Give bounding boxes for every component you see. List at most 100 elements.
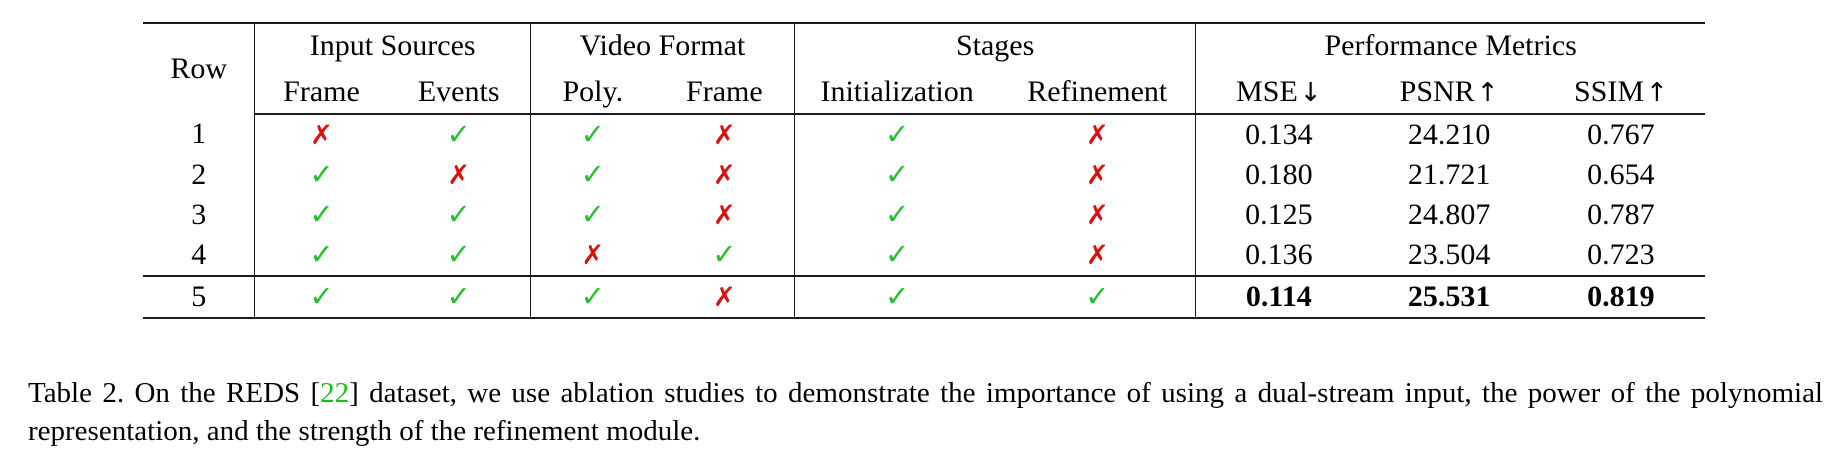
table-row: 1 ✗ ✓ ✓ ✗ ✓ ✗ 0.134 24.210 0.767 (143, 114, 1705, 155)
check-icon: ✓ (712, 236, 737, 271)
table-header: Row Input Sources Video Format Stages Pe… (143, 22, 1705, 115)
check-icon: ✓ (580, 116, 605, 151)
cell-mse: 0.125 (1195, 195, 1362, 235)
cell-input-events: ✓ (388, 114, 531, 155)
column-header-format-poly: Poly. (529, 71, 655, 115)
cell-psnr: 21.721 (1407, 157, 1491, 191)
column-header-row: Row (143, 22, 255, 114)
caption-text-before-citation: On the REDS [ (124, 377, 321, 409)
cross-icon: ✗ (713, 281, 736, 313)
cross-icon: ✗ (713, 199, 736, 231)
cell-format-poly: ✓ (529, 155, 655, 195)
table-row: 4 ✓ ✓ ✗ ✓ ✓ ✗ 0.136 23.504 0.723 (143, 235, 1705, 276)
arrow-down-icon: ↓ (1299, 77, 1322, 108)
check-icon: ✓ (580, 156, 605, 191)
cell-mse: 0.114 (1195, 275, 1362, 319)
arrow-up-icon: ↑ (1646, 77, 1668, 108)
cell-format-poly: ✓ (529, 114, 655, 155)
column-header-ssim-label: SSIM (1573, 74, 1644, 108)
cross-icon: ✗ (447, 159, 470, 191)
column-header-psnr-label: PSNR (1399, 74, 1475, 108)
cell-format-frame: ✗ (654, 275, 795, 319)
cell-ssim: 0.767 (1587, 117, 1655, 151)
check-icon: ✓ (309, 278, 334, 313)
cell-input-frame: ✓ (254, 235, 388, 276)
cell-input-frame: ✓ (254, 155, 388, 195)
column-header-stage-refinement: Refinement (999, 71, 1196, 115)
cross-icon: ✗ (713, 119, 736, 151)
cell-format-poly: ✓ (529, 275, 655, 319)
cell-input-frame: ✓ (254, 195, 388, 235)
cell-input-events: ✓ (388, 235, 531, 276)
citation-link[interactable]: 22 (320, 377, 350, 409)
cell-input-frame: ✓ (254, 275, 388, 319)
cell-row-number: 2 (191, 157, 207, 191)
cell-input-events: ✓ (387, 275, 531, 319)
column-group-input-sources: Input Sources (254, 22, 531, 71)
cell-psnr: 25.531 (1361, 275, 1537, 319)
cell-stage-initialization: ✓ (793, 155, 1000, 195)
cell-psnr: 23.504 (1407, 237, 1491, 271)
cell-format-frame: ✗ (655, 114, 795, 155)
cross-icon: ✗ (1085, 159, 1109, 191)
cross-icon: ✗ (1085, 119, 1109, 151)
column-group-video-format: Video Format (529, 22, 795, 71)
cell-mse: 0.136 (1195, 235, 1362, 276)
cell-stage-refinement: ✗ (999, 235, 1196, 276)
ablation-table: Row Input Sources Video Format Stages Pe… (143, 22, 1705, 319)
check-icon: ✓ (309, 236, 334, 271)
check-icon: ✓ (580, 278, 605, 313)
cross-icon: ✗ (713, 159, 736, 191)
check-icon: ✓ (884, 278, 910, 313)
column-header-stage-initialization: Initialization (793, 71, 1000, 115)
column-header-input-frame: Frame (254, 71, 388, 115)
cell-input-events: ✓ (388, 195, 531, 235)
cell-ssim: 0.787 (1587, 197, 1655, 231)
caption-text-after-citation: ] dataset, we use ablation studies to de… (28, 377, 1823, 448)
cross-icon: ✗ (1085, 199, 1109, 231)
cross-icon: ✗ (1085, 239, 1109, 271)
check-icon: ✓ (884, 116, 910, 151)
figure-caption: Table 2. On the REDS [22] dataset, we us… (28, 374, 1823, 451)
cell-row-number: 1 (191, 117, 207, 151)
cell-ssim: 0.654 (1587, 157, 1655, 191)
cell-mse: 0.134 (1195, 114, 1362, 155)
cell-row-number: 4 (191, 237, 207, 271)
cell-psnr: 24.210 (1407, 117, 1491, 151)
check-icon: ✓ (446, 116, 471, 151)
cell-input-frame: ✗ (254, 114, 388, 155)
cell-stage-refinement: ✗ (999, 195, 1196, 235)
cross-icon: ✗ (581, 239, 605, 271)
check-icon: ✓ (580, 196, 605, 231)
column-header-mse: MSE↓ (1195, 71, 1362, 115)
cell-format-frame: ✓ (655, 235, 795, 276)
cell-stage-refinement: ✗ (999, 114, 1196, 155)
ablation-table-container: Row Input Sources Video Format Stages Pe… (143, 22, 1705, 319)
cell-stage-refinement: ✗ (999, 155, 1196, 195)
check-icon: ✓ (309, 156, 334, 191)
cross-icon: ✗ (310, 119, 333, 151)
cell-stage-initialization: ✓ (793, 275, 1000, 319)
check-icon: ✓ (446, 278, 471, 313)
check-icon: ✓ (446, 196, 471, 231)
header-group-row: Row Input Sources Video Format Stages Pe… (143, 22, 1705, 114)
arrow-up-icon: ↑ (1476, 77, 1499, 108)
column-header-psnr: PSNR↑ (1361, 71, 1537, 115)
column-header-input-events: Events (387, 71, 531, 115)
column-group-stages: Stages (793, 22, 1196, 71)
cell-stage-initialization: ✓ (793, 235, 1000, 276)
cell-ssim: 0.723 (1587, 237, 1655, 271)
check-icon: ✓ (884, 196, 910, 231)
caption-label: Table 2. (28, 377, 125, 409)
column-header-ssim: SSIM↑ (1536, 71, 1705, 115)
cell-stage-refinement: ✓ (999, 275, 1196, 319)
cell-stage-initialization: ✓ (793, 114, 1000, 155)
cell-row-number: 5 (143, 275, 255, 319)
cell-row-number: 3 (191, 197, 207, 231)
check-icon: ✓ (446, 236, 471, 271)
column-header-format-frame: Frame (654, 71, 795, 115)
cell-format-poly: ✓ (529, 195, 655, 235)
column-header-mse-label: MSE (1236, 74, 1298, 108)
